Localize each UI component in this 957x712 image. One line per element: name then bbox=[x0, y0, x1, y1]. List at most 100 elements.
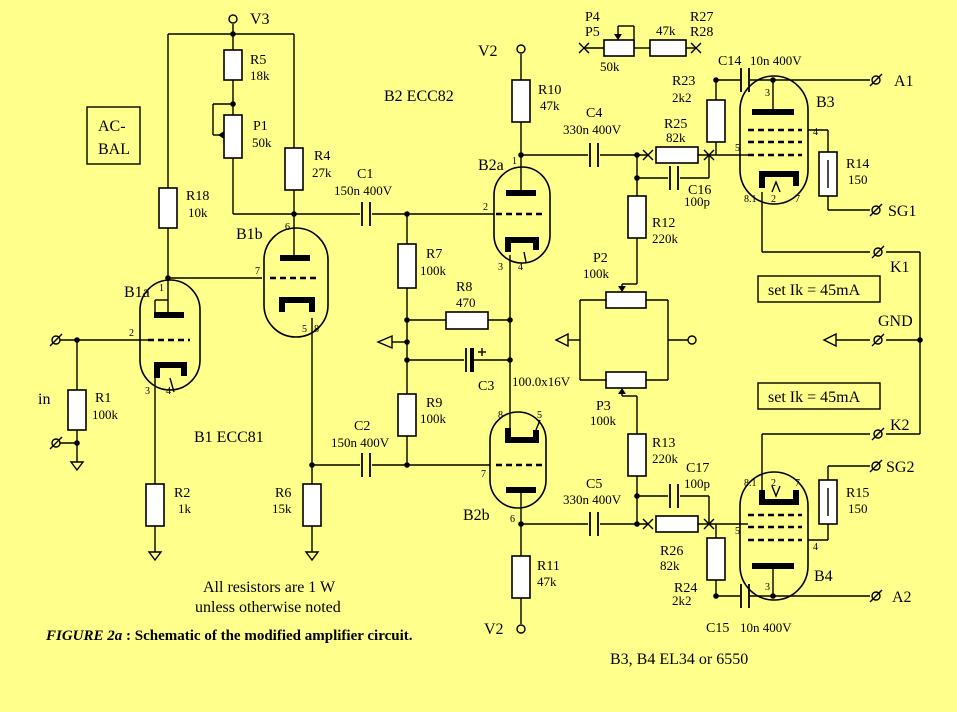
r4-resistor bbox=[284, 147, 304, 191]
r9-resistor bbox=[397, 393, 417, 437]
a2-terminal bbox=[869, 589, 883, 603]
b2a-triode bbox=[493, 166, 551, 264]
r18-resistor bbox=[158, 187, 178, 229]
r8-resistor bbox=[445, 311, 489, 330]
r12-value: 220k bbox=[652, 231, 679, 246]
b4-pentode bbox=[738, 471, 809, 601]
b2b-triode bbox=[489, 411, 547, 509]
b3-pentode bbox=[738, 75, 809, 205]
r26-value: 82k bbox=[660, 558, 680, 573]
r9-name: R9 bbox=[426, 396, 442, 411]
r24-name: R24 bbox=[674, 581, 697, 596]
ac-bal-line2: BAL bbox=[98, 141, 130, 158]
c16-capacitor bbox=[669, 166, 679, 190]
p5-value: 50k bbox=[600, 59, 620, 74]
r4-value: 27k bbox=[312, 165, 332, 180]
sg1-terminal bbox=[869, 203, 883, 217]
set-ik-2-text: set Ik = 45mA bbox=[768, 389, 861, 406]
r12-resistor bbox=[627, 195, 647, 239]
sg2-label: SG2 bbox=[886, 459, 914, 476]
k1-terminal bbox=[871, 245, 885, 259]
b2a-pin: 1 bbox=[512, 156, 517, 167]
figure-text: : Schematic of the modified amplifier ci… bbox=[122, 628, 412, 644]
c5-capacitor bbox=[589, 512, 599, 536]
figure-caption: FIGURE 2a : Schematic of the modified am… bbox=[45, 628, 413, 644]
r23-resistor bbox=[706, 99, 726, 143]
c17-value: 100p bbox=[684, 476, 710, 491]
r10-name: R10 bbox=[538, 83, 561, 98]
v2-bottom-label: V2 bbox=[484, 621, 504, 638]
r4-name: R4 bbox=[314, 149, 330, 164]
r24-resistor bbox=[706, 537, 726, 581]
p5-name: P5 bbox=[585, 25, 600, 40]
c1-name: C1 bbox=[357, 167, 373, 182]
b1a-triode bbox=[139, 279, 201, 393]
c17-name: C17 bbox=[686, 461, 709, 476]
r5-name: R5 bbox=[250, 53, 266, 68]
set-ik-1-text: set Ik = 45mA bbox=[768, 282, 861, 299]
b1a-pin: 3 bbox=[145, 386, 150, 397]
r12-name: R12 bbox=[652, 216, 675, 231]
b3-pin: 5 bbox=[735, 143, 740, 154]
b34-type-label: B3, B4 EL34 or 6550 bbox=[610, 651, 748, 668]
b2a-label: B2a bbox=[478, 157, 504, 174]
r2-name: R2 bbox=[174, 486, 190, 501]
b4-pin: 3 bbox=[765, 582, 770, 593]
a1-label: A1 bbox=[894, 73, 914, 90]
r13-resistor bbox=[627, 433, 647, 477]
r1-value: 100k bbox=[92, 407, 119, 422]
capacitors bbox=[361, 68, 750, 608]
r6-value: 15k bbox=[272, 501, 292, 516]
r13-name: R13 bbox=[652, 436, 675, 451]
b1b-pin: 7 bbox=[255, 266, 260, 277]
c2-capacitor bbox=[361, 453, 371, 477]
b2b-pin: 8 bbox=[498, 410, 503, 421]
r13-value: 220k bbox=[652, 451, 679, 466]
r28-name: R28 bbox=[690, 25, 713, 40]
b1a-pin: 2 bbox=[129, 328, 134, 339]
b2b-pin: 5 bbox=[537, 410, 542, 421]
gnd-arrow-terminal bbox=[822, 332, 837, 348]
r11-resistor bbox=[511, 555, 531, 599]
ac-bal-box bbox=[86, 106, 141, 165]
b1a-pin: 4 bbox=[166, 386, 171, 397]
test-points bbox=[578, 42, 715, 530]
r25-value: 82k bbox=[666, 130, 686, 145]
p4-name: P4 bbox=[585, 10, 600, 25]
r15-value: 150 bbox=[848, 501, 868, 516]
p1-value: 50k bbox=[252, 135, 272, 150]
r18-value: 10k bbox=[188, 205, 208, 220]
p3-name: P3 bbox=[596, 399, 611, 414]
c15-name: C15 bbox=[706, 621, 729, 636]
c4-value: 330n 400V bbox=[563, 122, 622, 137]
r27-resistor bbox=[649, 39, 687, 57]
p2-value: 100k bbox=[583, 266, 610, 281]
b2a-pin: 4 bbox=[518, 262, 523, 273]
c3-value: 100.0x16V bbox=[512, 374, 571, 389]
wires bbox=[60, 24, 921, 624]
r1-name: R1 bbox=[95, 391, 111, 406]
b3-label: B3 bbox=[816, 94, 835, 111]
b3-pin: 8.1 bbox=[744, 194, 757, 205]
r15-name: R15 bbox=[846, 486, 869, 501]
b1b-pin: 8 bbox=[314, 324, 319, 335]
terminals bbox=[49, 14, 885, 634]
p2-name: P2 bbox=[593, 251, 608, 266]
c4-capacitor bbox=[589, 143, 599, 167]
r25-name: R25 bbox=[664, 117, 687, 132]
p1-potentiometer bbox=[223, 114, 243, 159]
b3-pin: 2 bbox=[771, 194, 776, 205]
gnd-terminal bbox=[871, 333, 885, 347]
c14-name: C14 bbox=[718, 54, 741, 69]
r9-value: 100k bbox=[420, 411, 447, 426]
b2b-pin: 6 bbox=[510, 514, 515, 525]
k2-terminal bbox=[871, 427, 885, 441]
r8-value: 470 bbox=[456, 295, 476, 310]
k1-label: K1 bbox=[890, 259, 910, 276]
c3-name: C3 bbox=[478, 379, 494, 394]
r5-value: 18k bbox=[250, 68, 270, 83]
r24-value: 2k2 bbox=[672, 593, 692, 608]
r27-name: R27 bbox=[690, 10, 713, 25]
r7-resistor bbox=[397, 243, 417, 289]
b1b-label: B1b bbox=[236, 226, 263, 243]
